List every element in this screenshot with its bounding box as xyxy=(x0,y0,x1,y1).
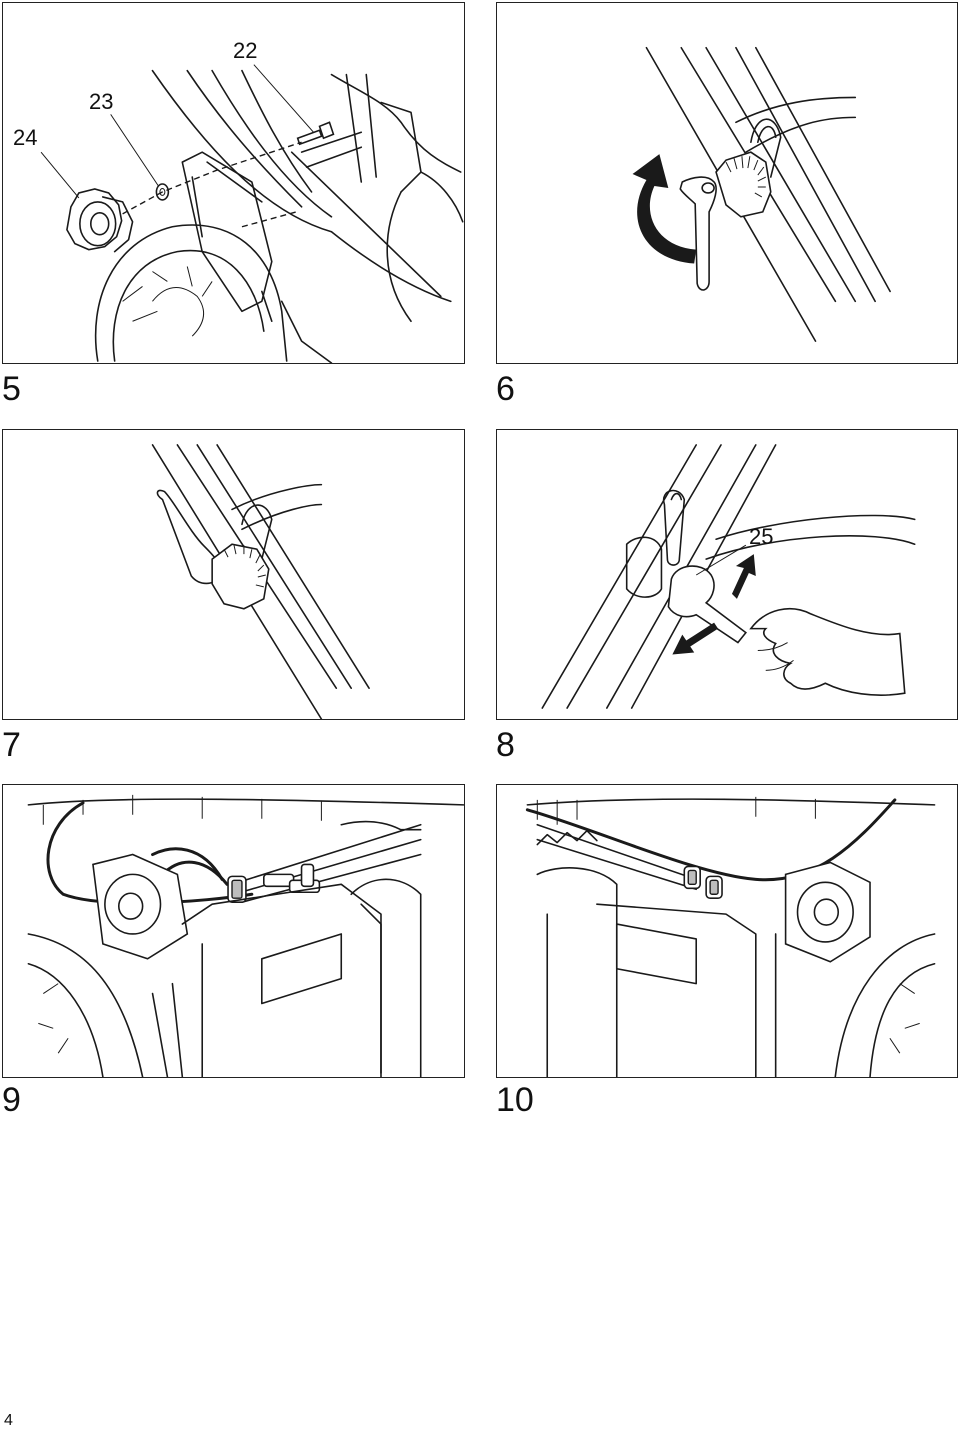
callout-24: 24 xyxy=(13,125,38,150)
knob-icon xyxy=(92,853,189,960)
adjustment-lever-icon xyxy=(679,176,717,291)
callout-25: 25 xyxy=(749,524,774,549)
figure-9-illustration xyxy=(27,794,464,1077)
bolt-icon xyxy=(296,121,335,146)
figure-10-illustration xyxy=(525,796,936,1077)
figure-7-illustration xyxy=(151,444,370,719)
figure-8-panel: 25 xyxy=(496,429,958,720)
cable-clip-icon xyxy=(683,865,723,900)
gear-icon xyxy=(211,543,270,610)
gear-icon xyxy=(715,151,772,218)
figure-5-illustration xyxy=(66,69,464,363)
rotate-arrow-icon xyxy=(632,154,697,264)
figure-7-number: 7 xyxy=(2,726,21,764)
knob-icon xyxy=(784,861,871,963)
figure-6-number: 6 xyxy=(496,370,515,408)
figure-5-panel: 22 23 24 xyxy=(2,2,465,364)
figure-6-illustration xyxy=(632,46,891,342)
callout-23: 23 xyxy=(89,89,114,114)
knob-icon xyxy=(66,188,134,253)
page-number: 4 xyxy=(4,1412,13,1429)
hand-icon xyxy=(749,607,906,696)
figure-9-number: 9 xyxy=(2,1081,21,1119)
arrow-up-icon xyxy=(731,554,756,599)
figure-8-illustration xyxy=(541,444,916,709)
figure-10-panel xyxy=(496,784,958,1078)
callout-22: 22 xyxy=(233,38,258,63)
arrow-down-left-icon xyxy=(672,622,719,655)
cable-clip-icon xyxy=(227,875,247,903)
wrench-icon xyxy=(667,565,748,644)
figure-8-number: 8 xyxy=(496,726,515,764)
figure-6-panel xyxy=(496,2,958,364)
figure-7-panel xyxy=(2,429,465,720)
figure-9-panel xyxy=(2,784,465,1078)
figure-5-number: 5 xyxy=(2,370,21,408)
adjustment-lever-icon xyxy=(156,489,222,585)
figure-10-number: 10 xyxy=(496,1081,534,1119)
